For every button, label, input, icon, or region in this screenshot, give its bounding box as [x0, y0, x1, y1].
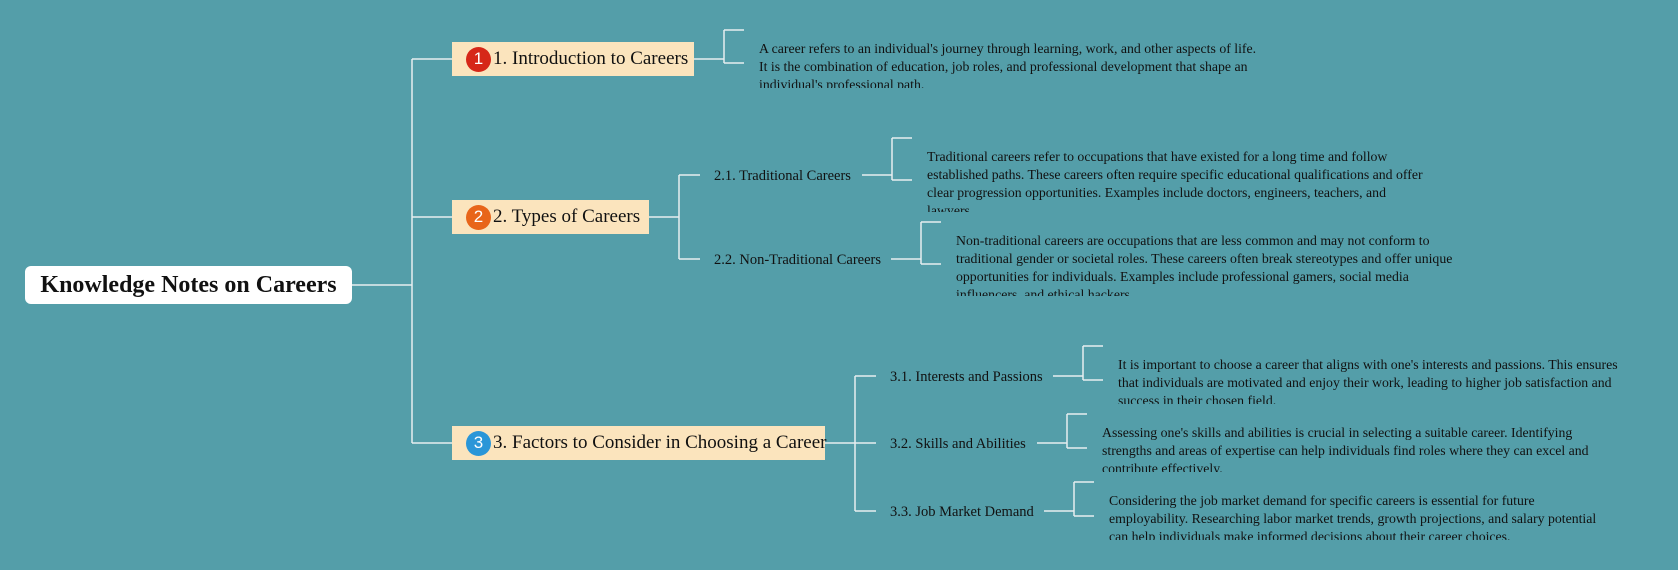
topic-label: 1. Introduction to Careers [493, 48, 689, 69]
topic-introduction[interactable]: 1 1. Introduction to Careers [452, 42, 694, 76]
note-traditional-careers: Traditional careers refer to occupations… [927, 149, 1423, 212]
root-node[interactable]: Knowledge Notes on Careers [25, 266, 352, 304]
topic-label: 3. Factors to Consider in Choosing a Car… [493, 432, 827, 453]
subtopic-interests-and-passions[interactable]: 3.1. Interests and Passions [890, 369, 1043, 385]
note-skills-and-abilities: Assessing one's skills and abilities is … [1102, 425, 1589, 472]
subtopic-non-traditional-careers[interactable]: 2.2. Non-Traditional Careers [714, 252, 881, 268]
topic-factors[interactable]: 3 3. Factors to Consider in Choosing a C… [452, 426, 827, 460]
note-job-market-demand: Considering the job market demand for sp… [1109, 493, 1597, 540]
subtopic-traditional-careers[interactable]: 2.1. Traditional Careers [714, 168, 851, 184]
subtopic-job-market-demand[interactable]: 3.3. Job Market Demand [890, 504, 1034, 520]
number-badge-2: 2 [466, 204, 491, 230]
subtopic-skills-and-abilities[interactable]: 3.2. Skills and Abilities [890, 436, 1026, 452]
number-badge-1: 1 [466, 46, 491, 72]
topic-types[interactable]: 2 2. Types of Careers [452, 200, 649, 234]
number-badge-3: 3 [466, 430, 491, 456]
note-non-traditional-careers: Non-traditional careers are occupations … [956, 233, 1453, 296]
topic-label: 2. Types of Careers [493, 206, 641, 227]
note-introduction: A career refers to an individual's journ… [759, 41, 1257, 88]
note-interests-and-passions: It is important to choose a career that … [1118, 357, 1618, 404]
